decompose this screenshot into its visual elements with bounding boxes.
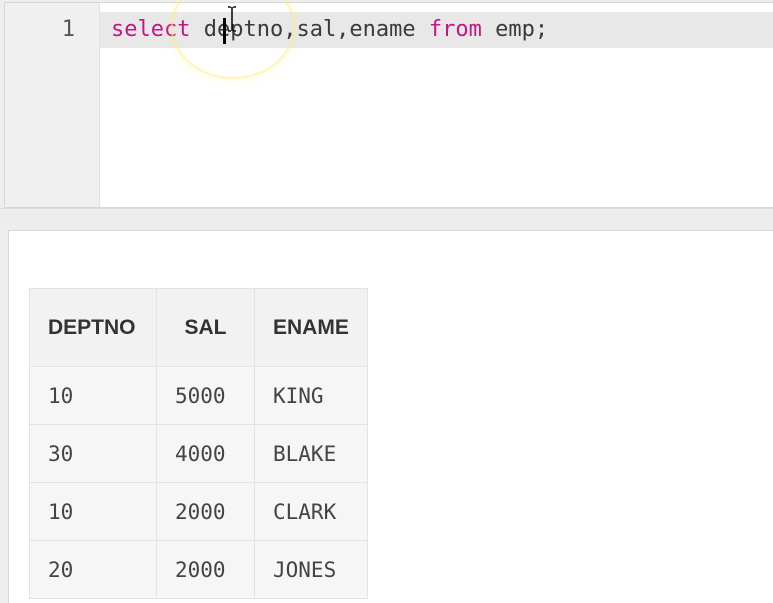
query-results-panel: DEPTNO SAL ENAME 10 5000 KING 30 4000 BL… — [8, 230, 773, 603]
cell-ename[interactable]: CLARK — [254, 482, 368, 541]
cell-ename[interactable]: BLAKE — [254, 424, 368, 483]
cell-sal[interactable]: 5000 — [156, 366, 255, 425]
cell-deptno[interactable]: 10 — [29, 482, 157, 541]
text-caret — [223, 18, 226, 44]
cell-ename[interactable]: JONES — [254, 540, 368, 599]
keyword-from: from — [428, 17, 482, 42]
cell-sal[interactable]: 2000 — [156, 540, 255, 599]
line-number-gutter — [5, 3, 100, 207]
ibeam-cursor-icon — [228, 6, 236, 32]
cell-deptno[interactable]: 30 — [29, 424, 157, 483]
sql-editor[interactable]: 1 select deptno,sal,ename from emp; — [4, 0, 773, 208]
cell-sal[interactable]: 4000 — [156, 424, 255, 483]
panel-splitter[interactable] — [0, 208, 773, 230]
cell-deptno[interactable]: 10 — [29, 366, 157, 425]
table-row: 20 2000 JONES — [29, 540, 368, 599]
line-number: 1 — [61, 17, 75, 42]
cell-deptno[interactable]: 20 — [29, 540, 157, 599]
header-row: DEPTNO SAL ENAME — [29, 288, 368, 367]
cell-ename[interactable]: KING — [254, 366, 368, 425]
column-list: deptno,sal,ename — [203, 17, 416, 42]
results-table: DEPTNO SAL ENAME 10 5000 KING 30 4000 BL… — [29, 288, 368, 599]
table-name: emp; — [495, 17, 549, 42]
active-line-highlight — [5, 12, 773, 48]
cell-sal[interactable]: 2000 — [156, 482, 255, 541]
column-header-deptno[interactable]: DEPTNO — [29, 288, 157, 367]
column-header-ename[interactable]: ENAME — [254, 288, 368, 367]
keyword-select: select — [111, 17, 191, 42]
table-row: 10 5000 KING — [29, 366, 368, 425]
table-row: 30 4000 BLAKE — [29, 424, 368, 483]
table-row: 10 2000 CLARK — [29, 482, 368, 541]
column-header-sal[interactable]: SAL — [156, 288, 255, 367]
code-line-1[interactable]: select deptno,sal,ename from emp; — [111, 12, 548, 48]
